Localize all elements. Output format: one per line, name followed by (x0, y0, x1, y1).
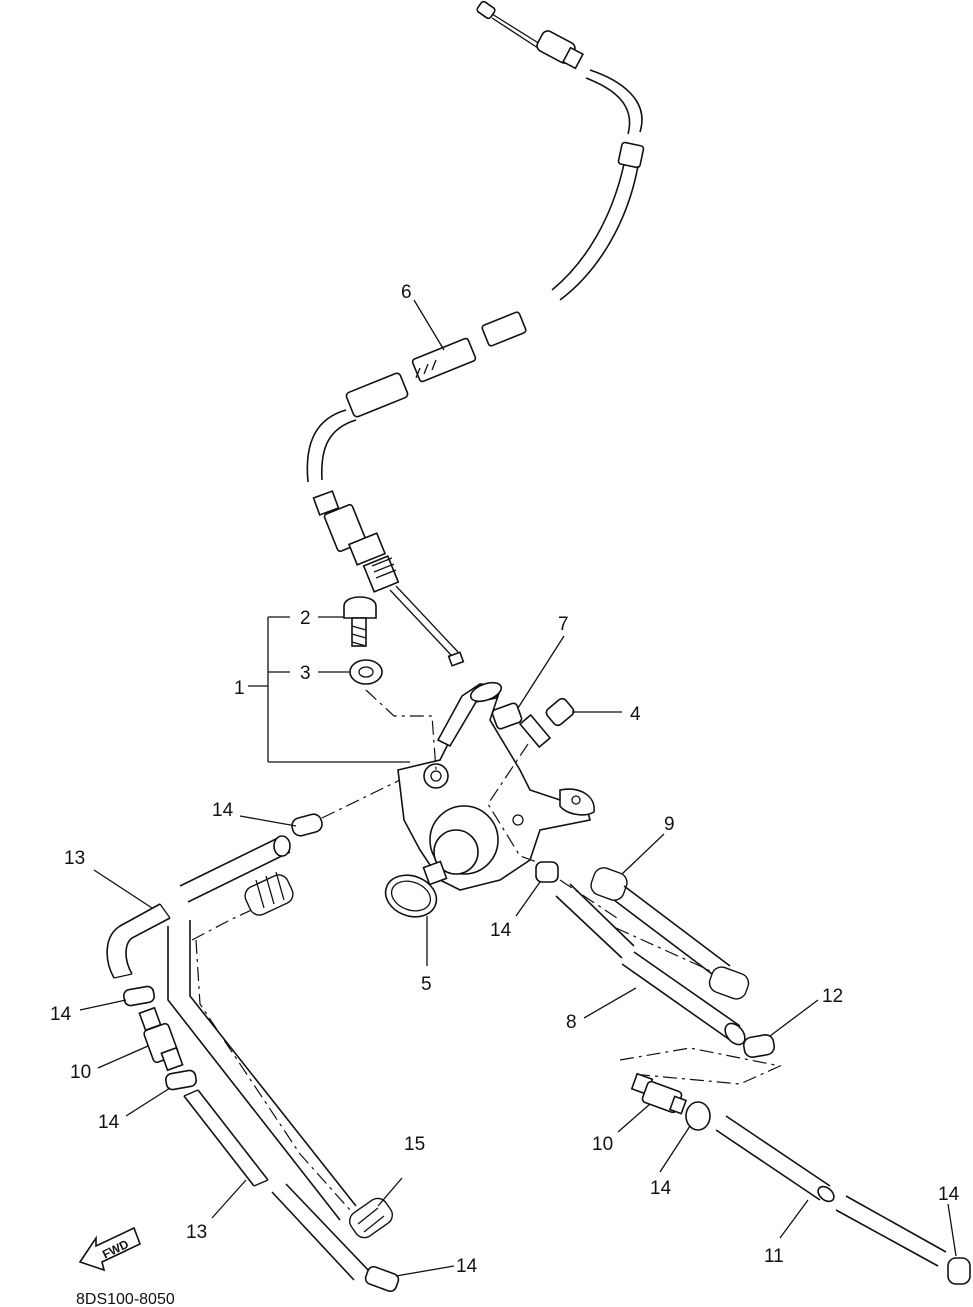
callout-14-left-upper: 14 (50, 1004, 72, 1025)
gasket-washer (349, 659, 383, 685)
callout-12: 12 (822, 986, 843, 1007)
hose-nut (491, 702, 523, 730)
callout-14-bottom: 14 (456, 1256, 478, 1277)
o-ring (384, 874, 438, 918)
leader-lines (79, 299, 957, 1277)
callout-6: 6 (401, 282, 412, 303)
callout-5: 5 (421, 974, 432, 995)
callout-14-left-lower: 14 (98, 1112, 120, 1133)
spring-15 (348, 1197, 394, 1239)
fwd-arrow: FWD (78, 1226, 142, 1272)
left-hoses (106, 835, 400, 1293)
callout-9: 9 (664, 814, 675, 835)
callout-14-right-joint: 14 (650, 1178, 672, 1199)
callout-labels: 1 2 3 4 5 6 7 8 9 10 10 11 12 13 13 14 1… (50, 282, 960, 1307)
clamp-upper-left (291, 813, 323, 837)
callout-10-right: 10 (592, 1134, 613, 1155)
assembly-lines (191, 689, 782, 1211)
callout-13-lower: 13 (186, 1222, 207, 1243)
callout-1: 1 (234, 678, 245, 699)
callout-10-left: 10 (70, 1062, 91, 1083)
callout-4: 4 (630, 704, 641, 725)
callout-15: 15 (404, 1134, 425, 1155)
callout-3: 3 (300, 663, 311, 684)
pump-bolt (518, 697, 575, 749)
oil-pump-cable (306, 0, 645, 667)
callout-7: 7 (558, 614, 569, 635)
right-hoses (535, 861, 971, 1285)
spring-left-upper (244, 871, 294, 916)
callout-14-pump-left: 14 (212, 800, 234, 821)
diagram-code: 8DS100-8050 (76, 1291, 175, 1307)
callout-14-right-end: 14 (938, 1184, 960, 1205)
callout-11: 11 (764, 1246, 784, 1267)
callout-8: 8 (566, 1012, 577, 1033)
callout-13-upper: 13 (64, 848, 85, 869)
oil-pump-assembly (397, 681, 595, 891)
callout-2: 2 (300, 608, 311, 629)
callout-14-pump-right: 14 (490, 920, 512, 941)
bleed-bolt (343, 596, 377, 647)
